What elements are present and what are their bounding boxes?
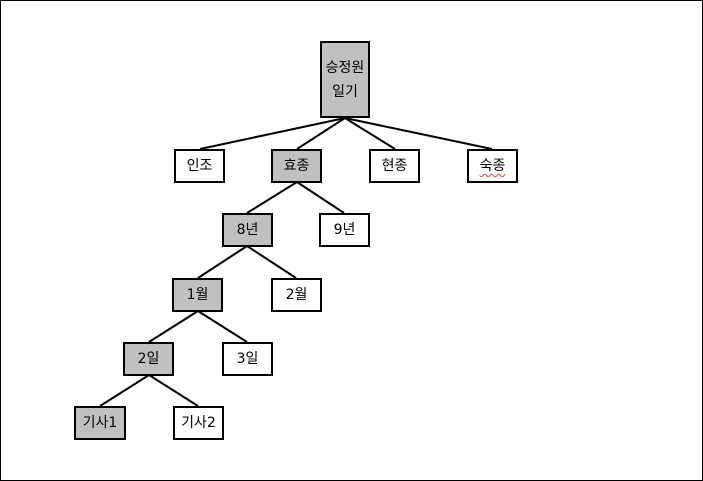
node-label: 2월 (285, 287, 308, 303)
node-label: 효종 (283, 158, 310, 174)
node-1m: 1월 (172, 278, 223, 312)
node-label: 기사1 (82, 415, 118, 431)
edge-root-hyojong (296, 117, 346, 150)
edge-1m-3d (197, 310, 248, 343)
edge-8y-2m (246, 245, 297, 279)
node-8y: 8년 (222, 213, 273, 247)
node-root: 승정원일기 (320, 41, 370, 118)
node-label: 3일 (236, 351, 259, 367)
edge-root-hyeonjong (344, 117, 396, 150)
node-label: 1월 (186, 287, 209, 303)
node-2m: 2월 (271, 278, 322, 312)
edge-2d-a1 (99, 374, 150, 407)
node-label: 기사2 (181, 415, 216, 431)
node-label: 승정원일기 (325, 59, 365, 100)
node-hyeonjong: 현종 (369, 149, 420, 183)
node-label: 8년 (236, 222, 259, 238)
edge-1m-2d (148, 310, 199, 343)
node-hyojong: 효종 (271, 149, 322, 183)
edge-2d-a2 (148, 374, 199, 407)
edge-root-sukjong (344, 117, 493, 150)
node-label: 인조 (186, 158, 213, 174)
edge-hyojong-9y (296, 181, 345, 214)
node-article2: 기사2 (173, 406, 224, 440)
node-3d: 3일 (222, 342, 273, 376)
node-9y: 9년 (319, 213, 370, 247)
node-2d: 2일 (123, 342, 174, 376)
node-injo: 인조 (174, 149, 225, 183)
node-sukjong: 숙종 (467, 149, 518, 183)
node-label: 숙종 (479, 158, 506, 174)
node-article1: 기사1 (74, 406, 126, 440)
node-label: 2일 (137, 351, 160, 367)
edge-root-injo (199, 117, 346, 150)
edge-8y-1m (197, 245, 248, 279)
node-label: 9년 (333, 222, 356, 238)
edge-hyojong-8y (246, 181, 298, 214)
node-label: 현종 (381, 158, 408, 174)
